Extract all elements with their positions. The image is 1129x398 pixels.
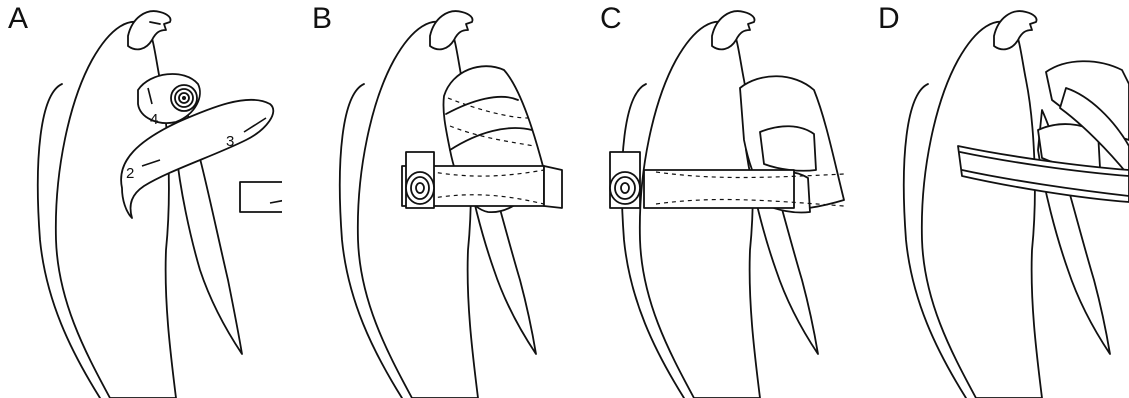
eagle-wrap-step-d <box>846 0 1129 398</box>
eagle-wrap-step-a: 1 2 3 4 <box>0 0 282 398</box>
bandage-roll <box>610 152 640 208</box>
eagle-wrap-step-c <box>564 0 846 398</box>
bandage-roll <box>171 85 197 111</box>
panel-b: B <box>282 0 564 398</box>
bandage-roll <box>406 152 434 208</box>
step-4-label: 4 <box>150 111 158 128</box>
panel-c: C <box>564 0 846 398</box>
bandage-tail <box>240 182 282 212</box>
eagle-illustration <box>38 11 242 398</box>
panel-a: A <box>0 0 282 398</box>
eagle-wrap-step-b <box>282 0 564 398</box>
step-3-label: 3 <box>226 133 234 150</box>
panel-d: D <box>846 0 1128 398</box>
step-2-label: 2 <box>126 165 134 182</box>
